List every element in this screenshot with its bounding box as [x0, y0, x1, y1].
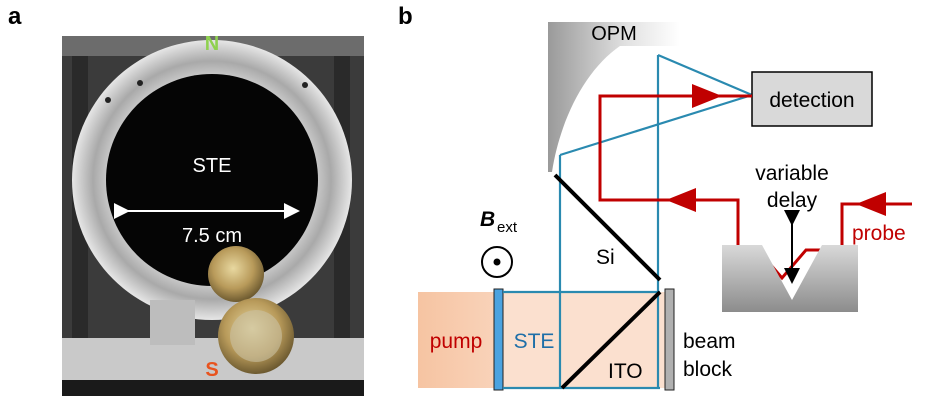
pump-label: pump: [430, 330, 483, 353]
delay-label-1: variable: [755, 162, 829, 185]
north-label: N: [205, 33, 219, 55]
screw: [105, 97, 111, 103]
beam-block: [664, 288, 675, 391]
dimension-label: 7.5 cm: [182, 225, 242, 247]
detection-box: [751, 71, 873, 127]
panel-a-label: a: [8, 3, 22, 30]
field-symbol: B: [480, 208, 495, 231]
opm-label: OPM: [591, 23, 637, 45]
south-label: S: [205, 359, 218, 381]
ito-label: ITO: [608, 360, 643, 383]
photo: N STE 7.5 cm S: [62, 33, 364, 396]
retroreflector: [722, 245, 858, 312]
probe-label: probe: [852, 222, 906, 245]
field-out-of-plane-icon: [481, 246, 513, 278]
coin: [208, 246, 264, 302]
screw: [302, 82, 308, 88]
screw: [137, 80, 143, 86]
thz-focus-upper: [657, 53, 753, 97]
panel-b-label: b: [398, 3, 413, 30]
detection-label: detection: [769, 89, 854, 112]
beam-block-label-1: beam: [683, 330, 736, 353]
sample-label: STE: [193, 155, 232, 177]
ito-beamsplitter: [560, 290, 662, 390]
parabolic-mirror: [548, 22, 680, 172]
thz-focus-lower: [559, 93, 753, 157]
ste-label: STE: [514, 330, 555, 353]
base-shadow: [62, 380, 364, 396]
mount-bracket: [150, 300, 195, 345]
ste-emitter: [493, 288, 504, 391]
pump-region: [418, 292, 498, 388]
beam-block-label-2: block: [683, 358, 733, 381]
delay-label-2: delay: [767, 189, 818, 212]
pump-beam-region: [498, 292, 668, 388]
coin-center: [230, 310, 282, 362]
field-subscript: ext: [497, 219, 518, 236]
si-label: Si: [596, 246, 615, 269]
field-dot: [493, 258, 501, 266]
si-wafer: [553, 173, 662, 282]
sample-aperture: [106, 74, 318, 286]
